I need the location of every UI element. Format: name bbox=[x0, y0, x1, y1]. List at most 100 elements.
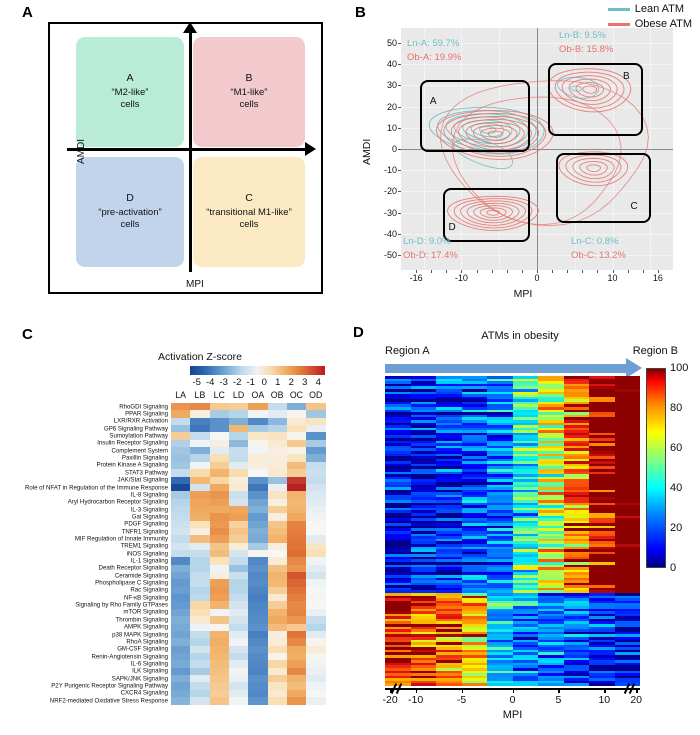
panel-c-heatmap-cell bbox=[286, 432, 307, 441]
panel-c-heatmap-cell bbox=[190, 623, 210, 632]
panel-d-heatmap-cell bbox=[614, 399, 640, 403]
panel-d-heatmap-cell bbox=[563, 634, 590, 638]
panel-b-y-tick: 50 bbox=[386, 37, 397, 48]
panel-d-heatmap-cell bbox=[487, 580, 514, 584]
panel-c-row-label: CXCR4 Signaling bbox=[120, 689, 168, 697]
panel-d-heatmap-cell bbox=[385, 541, 412, 545]
panel-d-heatmap-cell bbox=[461, 675, 488, 679]
panel-d-heatmap-cell bbox=[614, 673, 640, 677]
panel-c-heatmap-cell bbox=[209, 667, 230, 676]
panel-d-heatmap-cell bbox=[614, 559, 640, 563]
panel-d-heatmap-cell bbox=[436, 639, 463, 643]
panel-d-heatmap-cell bbox=[589, 399, 616, 403]
panel-d-title: ATMs in obesity bbox=[481, 330, 559, 342]
gate-region-b[interactable] bbox=[548, 63, 643, 136]
panel-c-heatmap-cell bbox=[306, 417, 326, 426]
panel-d-heatmap-cell bbox=[487, 440, 514, 444]
panel-d-heatmap-cell bbox=[614, 523, 640, 527]
panel-d-heatmap-cell bbox=[461, 494, 488, 498]
panel-d-heatmap-cell bbox=[589, 528, 616, 532]
panel-d-heatmap-cell bbox=[512, 554, 539, 558]
panel-d-heatmap-cell bbox=[436, 567, 463, 571]
panel-d-heatmap-cell bbox=[461, 551, 488, 555]
panel-c-heatmap-cell bbox=[267, 410, 288, 419]
panel-d-heatmap-cell bbox=[436, 543, 463, 548]
panel-d-heatmap-cell bbox=[385, 515, 412, 519]
panel-c-heatmap-cell bbox=[190, 454, 210, 463]
panel-d-heatmap-cell bbox=[487, 559, 514, 563]
panel-c-heatmap-cell bbox=[286, 454, 307, 463]
panel-d-heatmap-cell bbox=[538, 505, 565, 509]
panel-d-heatmap-cell bbox=[614, 675, 640, 679]
panel-c-heatmap-cell bbox=[248, 469, 268, 477]
panel-d-heatmap-cell bbox=[512, 541, 539, 545]
panel-c-heatmap-cell bbox=[228, 586, 249, 595]
quadrant-b: B “M1-like” cells bbox=[193, 37, 305, 147]
panel-c-heatmap-cell bbox=[267, 608, 288, 617]
panel-d-heatmap-cell bbox=[461, 598, 488, 602]
panel-d-heatmap-cell bbox=[385, 562, 412, 566]
panel-d-heatmap-cell bbox=[512, 515, 539, 519]
panel-d-heatmap-cell bbox=[461, 647, 488, 651]
panel-d-heatmap-cell bbox=[436, 507, 463, 511]
quadrant-d-line2: cells bbox=[120, 219, 140, 231]
panel-d-heatmap-cell bbox=[589, 657, 616, 661]
tick-mark bbox=[627, 270, 629, 273]
panel-d-heatmap-cell bbox=[614, 603, 640, 607]
panel-d-heatmap-cell bbox=[410, 636, 437, 641]
panel-d-heatmap-cell bbox=[614, 593, 640, 597]
quadrant-b-line2: cells bbox=[239, 99, 259, 111]
panel-c-heatmap-cell bbox=[228, 660, 249, 668]
panel-c-row-label: SAPK/JNK Signaling bbox=[111, 675, 168, 683]
panel-d-heatmap-cell bbox=[512, 572, 539, 576]
panel-c-heatmap-cell bbox=[248, 616, 268, 624]
panel-c-heatmap-cell bbox=[248, 520, 268, 529]
panel-d-heatmap-cell bbox=[563, 376, 590, 380]
panel-d-heatmap-cell bbox=[436, 525, 463, 529]
panel-c-colorbar-tick: -2 bbox=[233, 377, 242, 388]
panel-b-y-tick: -30 bbox=[383, 207, 397, 218]
gate-region-a[interactable] bbox=[419, 80, 530, 152]
panel-d-heatmap-cell bbox=[436, 595, 463, 599]
panel-d-heatmap-cell bbox=[589, 647, 616, 651]
panel-d-heatmap-cell bbox=[563, 673, 590, 677]
panel-d-heatmap-cell bbox=[589, 543, 616, 548]
panel-d-heatmap-cell bbox=[589, 636, 616, 641]
panel-c-heatmap-cell bbox=[248, 454, 268, 463]
panel-c-heatmap-cell bbox=[171, 447, 191, 455]
gate-region-c[interactable] bbox=[555, 153, 651, 224]
panel-d-heatmap-cell bbox=[461, 487, 488, 491]
panel-c-heatmap-cell bbox=[248, 527, 268, 536]
panel-d-heatmap-cell bbox=[436, 564, 463, 568]
panel-c-heatmap-cell bbox=[228, 608, 249, 617]
panel-d-heatmap-cell bbox=[614, 543, 640, 548]
panel-d-heatmap-cell bbox=[614, 546, 640, 550]
panel-d-heatmap-cell bbox=[614, 445, 640, 449]
quadrant-c: C “transitional M1-like” cells bbox=[193, 157, 305, 267]
panel-d-heatmap-cell bbox=[461, 469, 488, 473]
panel-c-heatmap-cell bbox=[286, 557, 307, 566]
panel-c-heatmap-cell bbox=[248, 461, 268, 470]
panel-d-heatmap-cell bbox=[461, 642, 488, 646]
panel-d-heatmap-cell bbox=[589, 551, 616, 555]
panel-d-heatmap-cell bbox=[436, 634, 463, 638]
panel-d-heatmap-cell bbox=[563, 463, 590, 467]
panel-d-heatmap-cell bbox=[436, 574, 463, 579]
panel-d-heatmap-cell bbox=[589, 458, 616, 462]
panel-b-y-tick: -10 bbox=[383, 165, 397, 176]
panel-b-y-tick: -50 bbox=[383, 250, 397, 261]
panel-d-heatmap-cell bbox=[385, 556, 412, 560]
panel-c-heatmap-cell bbox=[209, 520, 230, 529]
panel-c-heatmap-cell bbox=[286, 417, 307, 426]
panel-d-heatmap-cell bbox=[436, 590, 463, 594]
panel-d-heatmap-cell bbox=[487, 556, 514, 560]
panel-d-heatmap-cell bbox=[436, 536, 463, 540]
panel-c-heatmap-cell bbox=[306, 638, 326, 646]
panel-d-heatmap-cell bbox=[538, 396, 565, 400]
panel-d-heatmap-cell bbox=[385, 419, 412, 424]
panel-d-heatmap-cell bbox=[487, 500, 514, 504]
panel-c-heatmap-cell bbox=[171, 601, 191, 610]
panel-d-heatmap-cell bbox=[563, 412, 590, 416]
panel-d-heatmap-cell bbox=[538, 667, 565, 672]
gate-region-d[interactable] bbox=[442, 188, 530, 243]
